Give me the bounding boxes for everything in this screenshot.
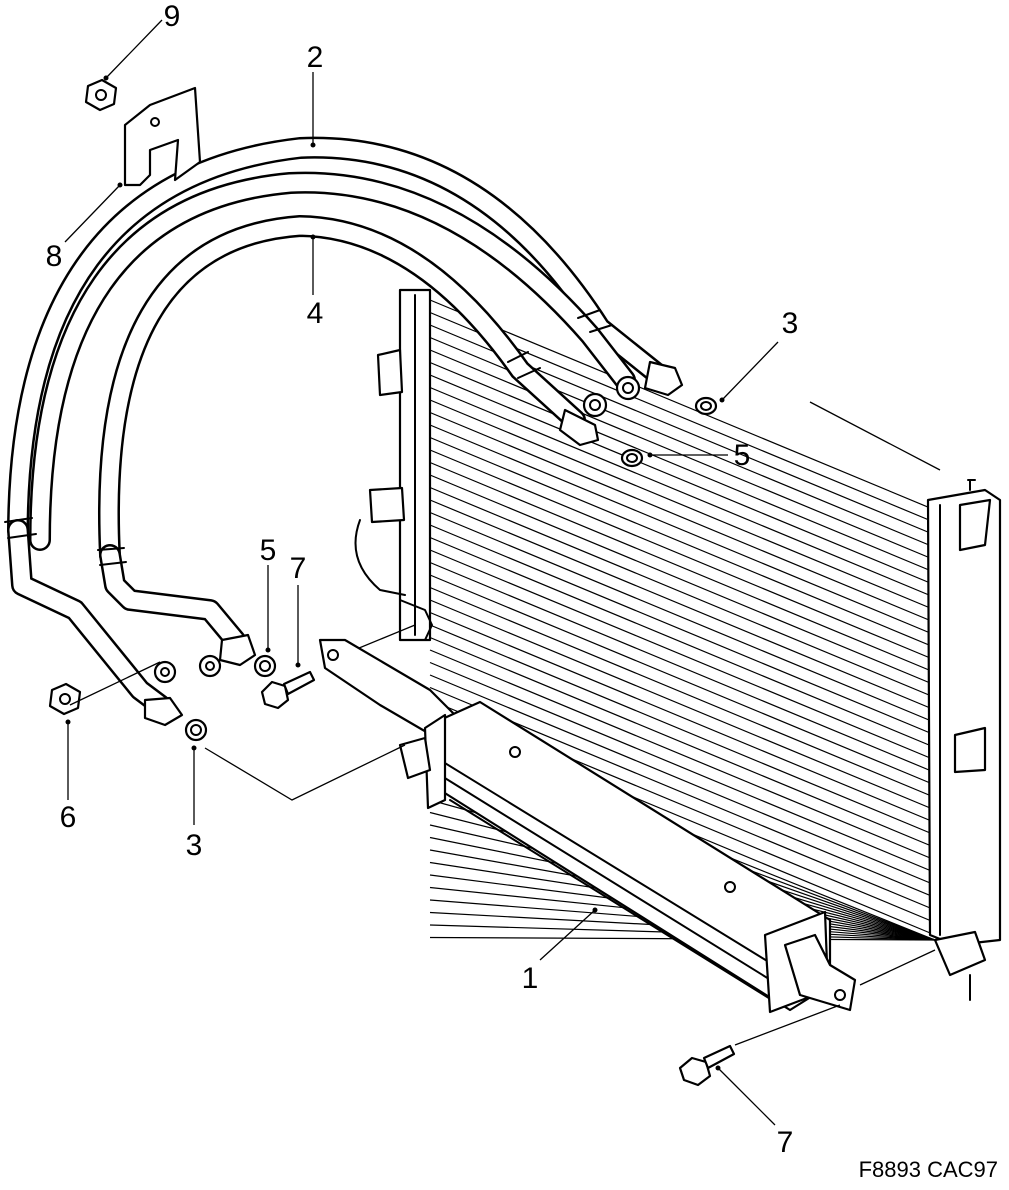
bolt-7-upper-head [260, 680, 290, 710]
radiator-fin [429, 561, 936, 774]
oil-cooler-port [398, 736, 432, 780]
o-ring-5-lower [253, 654, 277, 678]
fitting-lower-a [143, 696, 184, 727]
fitting-upper-a [643, 360, 684, 397]
bracket-hole [834, 989, 846, 1001]
radiator-fin [429, 374, 936, 586]
callout-6: 6 [60, 801, 77, 834]
radiator-fin [429, 436, 936, 649]
radiator-fin [429, 661, 936, 874]
oil-hoses [4, 136, 684, 727]
fitting-lower-b [218, 633, 257, 667]
bolt-7-lower-head [678, 1056, 712, 1087]
radiator-fin [429, 599, 936, 811]
hose-bracket [123, 86, 202, 187]
o-ring-5-upper [620, 448, 644, 468]
radiator-fin [429, 536, 936, 749]
bolt-7-upper-shank [282, 670, 316, 696]
nut-lower [48, 682, 82, 716]
radiator-fin [429, 299, 936, 511]
radiator-fin [429, 674, 936, 886]
banjo-upper [615, 375, 641, 401]
bolt-7-lower-shank [702, 1044, 736, 1070]
callout-7-upper: 7 [290, 552, 307, 585]
bracket-hole [327, 649, 339, 661]
radiator-right-bracket [953, 726, 987, 774]
radiator-fin [429, 361, 936, 574]
radiator-fin [429, 474, 936, 686]
radiator-fin [429, 524, 936, 736]
callout-7-lower: 7 [777, 1126, 794, 1159]
radiator-fin [429, 499, 936, 711]
radiator-fin [429, 549, 936, 761]
radiator-drain-bracket [933, 930, 987, 977]
o-ring-3-lower [184, 718, 208, 742]
radiator-fin [429, 399, 936, 611]
radiator-fin [429, 486, 936, 699]
fitting-upper-b [558, 408, 600, 447]
radiator-fin [429, 461, 936, 674]
radiator-fin [429, 586, 936, 799]
figure-reference: F8893 CAC97 [859, 1157, 998, 1182]
radiator-fin [429, 449, 936, 661]
radiator-right-tank [926, 488, 1002, 947]
radiator-fin [429, 386, 936, 599]
radiator-fin [429, 511, 936, 724]
callout-4: 4 [307, 297, 324, 330]
radiator-right-inlet [958, 498, 992, 552]
radiator-left-bracket-lower [368, 486, 406, 524]
radiator-fin [429, 411, 936, 624]
radiator-fin [429, 649, 936, 861]
callout-2: 2 [307, 41, 324, 74]
radiator-fin [429, 574, 936, 786]
callout-3-lower: 3 [186, 829, 203, 862]
radiator [329, 288, 1002, 1001]
nut-upper [84, 78, 118, 112]
radiator-fins [429, 299, 936, 941]
radiator-left-bracket-upper [376, 348, 404, 397]
radiator-fin [429, 636, 936, 849]
oil-cooler [318, 638, 857, 1014]
radiator-fin [429, 424, 936, 636]
radiator-fin [429, 624, 936, 836]
callout-3-upper: 3 [782, 307, 799, 340]
callout-labels: 9 2 8 4 3 5 5 7 6 3 1 7 [46, 0, 799, 1159]
callout-1: 1 [522, 962, 539, 995]
radiator-fin [429, 611, 936, 824]
radiator-fin [429, 336, 936, 549]
callout-5-lower: 5 [260, 534, 277, 567]
o-ring-3-upper [694, 396, 718, 416]
callout-8: 8 [46, 240, 63, 273]
oil-cooler-end-cap-left [423, 713, 447, 810]
callout-9: 9 [164, 0, 181, 33]
callout-5-upper: 5 [734, 439, 751, 472]
callout-leaders [64, 19, 841, 1126]
